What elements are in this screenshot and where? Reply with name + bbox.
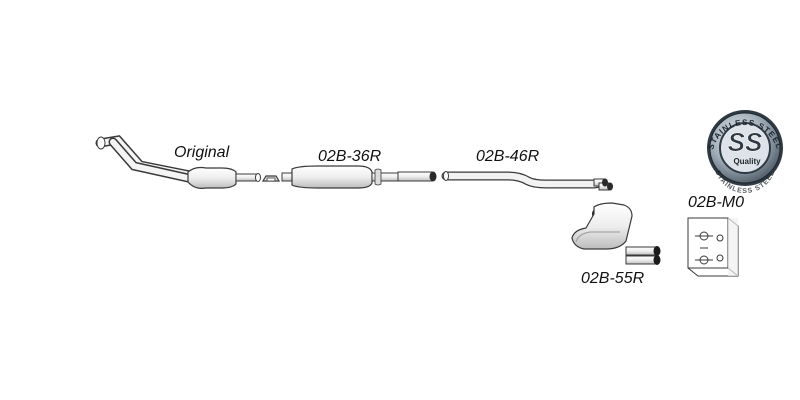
- front-pipe-silencer: [281, 165, 437, 189]
- front-pipe-label: 02B-36R: [318, 148, 382, 165]
- original-downpipe-catalyst: [95, 135, 261, 189]
- middle-pipe-label: 02B-46R: [476, 148, 540, 165]
- clamp-icon: [695, 231, 724, 265]
- mounting-kit-box: [687, 217, 739, 277]
- rear-silencer: [571, 202, 661, 265]
- badge-quality-text: Quality: [733, 157, 761, 166]
- rear-silencer-label: 02B-55R: [581, 270, 645, 287]
- stainless-steel-quality-badge: STAINLESS STEEL STAINLESS STEEL SS Quali…: [706, 110, 783, 195]
- mounting-kit-label: 02B-M0: [688, 194, 745, 211]
- flange-gasket: [261, 175, 281, 182]
- middle-pipe: [441, 171, 613, 191]
- original-label: Original: [174, 144, 230, 161]
- badge-letters: SS: [728, 127, 763, 157]
